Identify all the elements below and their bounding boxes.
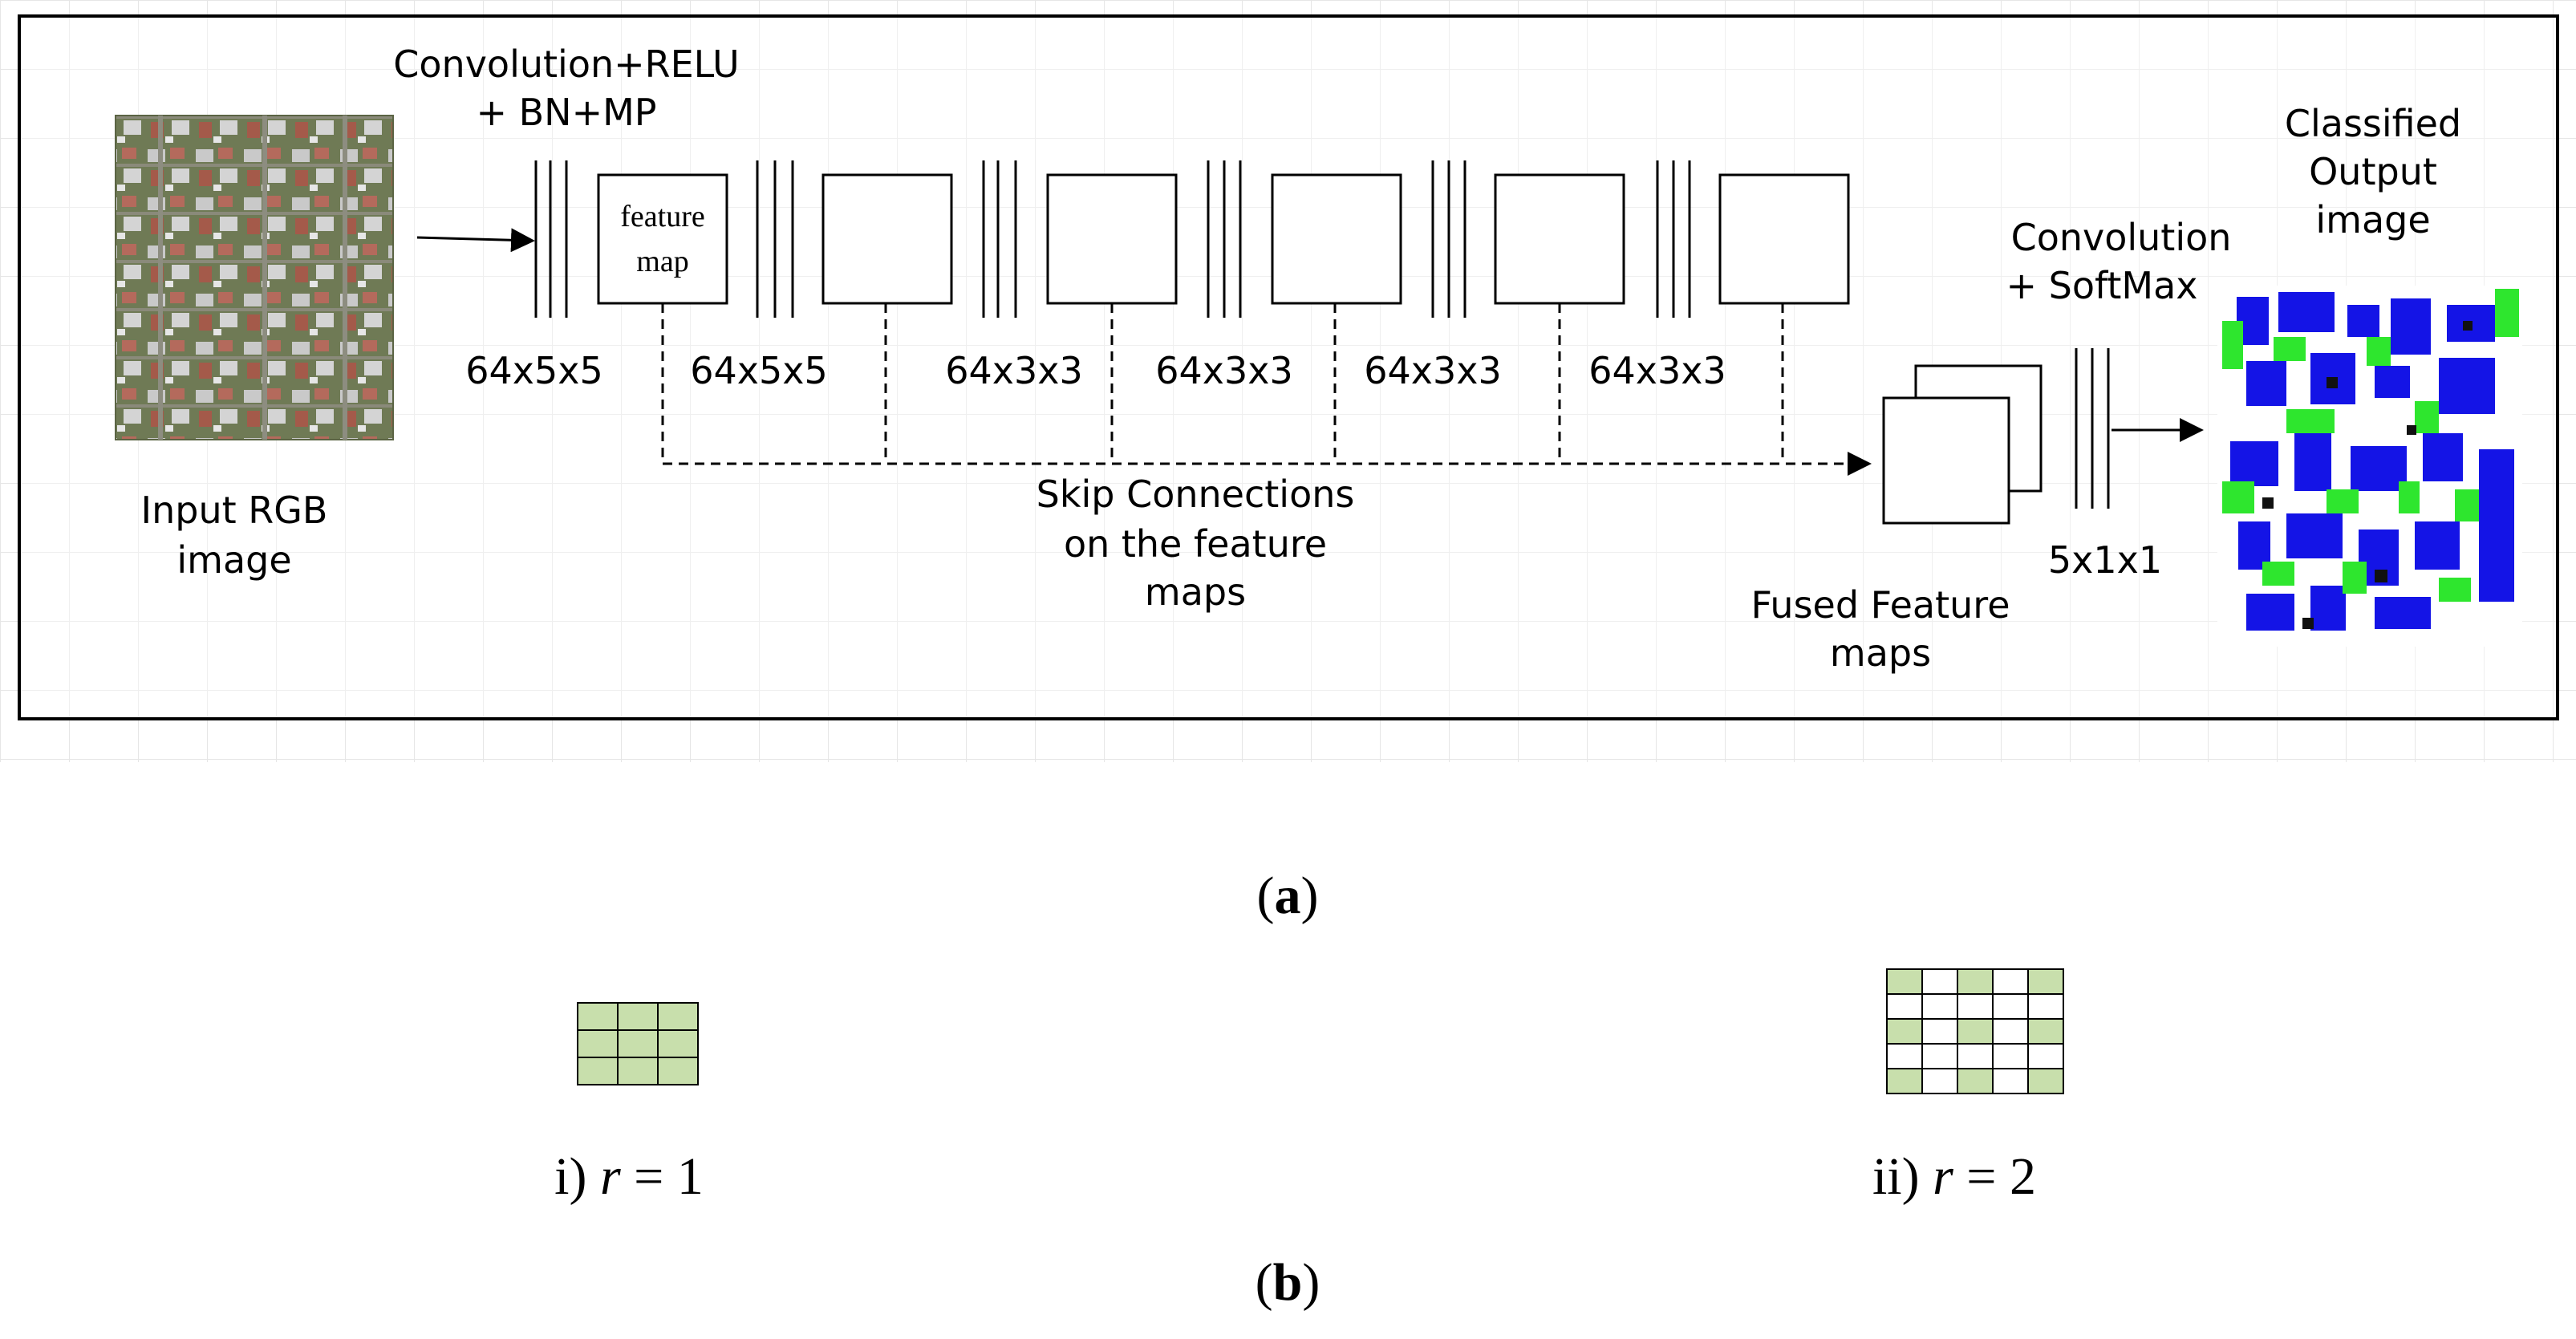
- feature-map-box-2: [821, 173, 953, 305]
- grid-background: [0, 0, 2576, 762]
- input-label-line1: Input RGB: [141, 489, 328, 532]
- input-label-line2: image: [176, 538, 291, 582]
- feature-map-label-line1: feature: [620, 200, 704, 233]
- skip-label-line3: maps: [1145, 570, 1246, 614]
- skip-connections: [661, 303, 1872, 476]
- kernel-grid-r1: [577, 1002, 699, 1085]
- layer-size-6: 64x3x3: [1588, 349, 1726, 392]
- classified-label-line3: image: [2315, 198, 2430, 241]
- fused-label-line1: Fused Feature: [1750, 583, 2010, 627]
- conv-relu-label-line1: Convolution+RELU: [393, 43, 739, 86]
- layer-size-labels: 64x5x5 64x5x5 64x3x3 64x3x3 64x3x3 64x3x…: [465, 349, 1726, 392]
- feature-map-boxes: [597, 173, 1850, 305]
- caption-r1: i) r = 1: [554, 1147, 704, 1206]
- skip-label-line1: Skip Connections: [1036, 473, 1355, 516]
- fused-feature-maps: [1882, 364, 2043, 525]
- layer-size-1: 64x5x5: [465, 349, 603, 392]
- layer-size-4: 64x3x3: [1155, 349, 1293, 392]
- kernel-grid-r2: [1886, 968, 2064, 1094]
- classified-label-line1: Classified: [2285, 102, 2461, 145]
- feature-map-label-line2: map: [636, 245, 688, 278]
- classified-label-line2: Output: [2309, 150, 2437, 193]
- classified-output-image: [2217, 286, 2522, 647]
- conv-softmax-label-line2: + SoftMax: [2006, 264, 2197, 307]
- feature-map-box-3: [1046, 173, 1178, 305]
- output-size-label: 5x1x1: [2048, 538, 2162, 582]
- conv-layer-bars: [534, 160, 1691, 318]
- input-rgb-image: [115, 115, 394, 440]
- feature-map-box-1: [597, 173, 728, 305]
- feature-map-box-4: [1271, 173, 1402, 305]
- diagram-frame: [18, 14, 2559, 720]
- caption-b: (b): [1256, 1253, 1320, 1312]
- layer-size-2: 64x5x5: [690, 349, 828, 392]
- input-arrow: [416, 228, 535, 253]
- fused-label-line2: maps: [1830, 631, 1931, 675]
- feature-map-box-5: [1494, 173, 1625, 305]
- conv-relu-label-line2: + BN+MP: [476, 91, 656, 134]
- caption-r2: ii) r = 2: [1872, 1147, 2036, 1206]
- layer-size-3: 64x3x3: [945, 349, 1083, 392]
- layer-size-5: 64x3x3: [1364, 349, 1502, 392]
- caption-a: (a): [1257, 866, 1319, 925]
- conv-softmax-label-line1: Convolution: [2011, 216, 2232, 259]
- panel-a: feature map 64x5x5 64x5x5 64x3x3 64x3x3 …: [0, 0, 2576, 762]
- skip-label-line2: on the feature: [1064, 522, 1327, 566]
- final-conv-bars: [2075, 348, 2110, 509]
- feature-map-box-6: [1718, 173, 1850, 305]
